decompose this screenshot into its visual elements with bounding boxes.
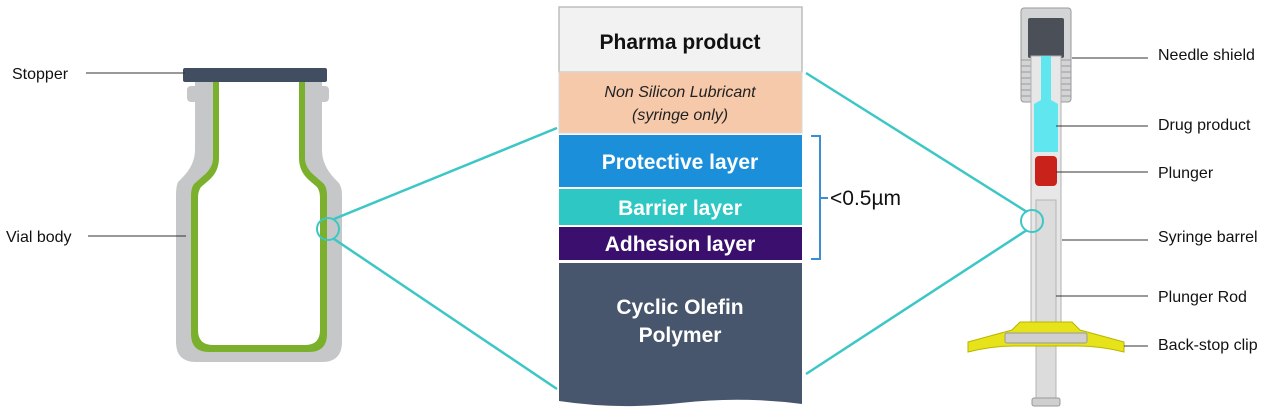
thickness-bracket xyxy=(811,135,828,260)
zoom-line-vial-top xyxy=(333,126,558,221)
layer-barrier xyxy=(559,189,802,225)
drug-product xyxy=(1034,56,1058,152)
vial-stopper xyxy=(183,68,327,82)
syringe xyxy=(967,7,1125,407)
layer-polymer-label-1: Cyclic Olefin xyxy=(616,296,743,319)
vial xyxy=(176,68,342,362)
vial-neck-ridge-left xyxy=(187,86,199,102)
zoom-line-syringe-top xyxy=(805,71,1028,214)
vial-interior xyxy=(198,82,320,345)
zoom-line-syringe-bottom xyxy=(805,228,1028,376)
thickness-label: <0.5µm xyxy=(830,187,901,210)
syringe-flange xyxy=(1004,332,1088,344)
layer-adhesion-label: Adhesion layer xyxy=(605,233,756,256)
layer-barrier-label: Barrier layer xyxy=(618,197,742,220)
layer-lubricant-label-1: Non Silicon Lubricant xyxy=(604,84,756,101)
stopper-label: Stopper xyxy=(12,66,69,83)
needle-shield-label: Needle shield xyxy=(1158,47,1255,64)
vial-zoom-circle xyxy=(316,217,340,241)
plunger-label: Plunger xyxy=(1158,165,1214,182)
layer-protective-label: Protective layer xyxy=(602,151,758,174)
layer-polymer-label-2: Polymer xyxy=(639,324,722,347)
plunger-rod-end xyxy=(1031,397,1061,407)
vial-neck-ridge-right xyxy=(317,86,329,102)
vial-body-label: Vial body xyxy=(6,229,72,246)
layer-polymer xyxy=(559,263,802,407)
plunger-rod-label: Plunger Rod xyxy=(1158,289,1247,306)
zoom-line-vial-bottom xyxy=(333,237,558,391)
layer-lubricant-label-2: (syringe only) xyxy=(632,107,728,124)
backstop-clip-label: Back-stop clip xyxy=(1158,337,1258,354)
syringe-zoom-circle xyxy=(1020,209,1044,233)
layer-pharma-product-label: Pharma product xyxy=(599,31,760,54)
barrel-label: Syringe barrel xyxy=(1158,229,1258,246)
layer-stack: Pharma product Non Silicon Lubricant (sy… xyxy=(558,6,803,407)
layer-adhesion xyxy=(559,227,802,260)
drug-product-label: Drug product xyxy=(1158,117,1251,134)
layer-lubricant xyxy=(558,71,803,134)
needle-shield-inner xyxy=(1028,18,1064,58)
plunger xyxy=(1035,156,1057,186)
layer-protective xyxy=(559,135,802,187)
